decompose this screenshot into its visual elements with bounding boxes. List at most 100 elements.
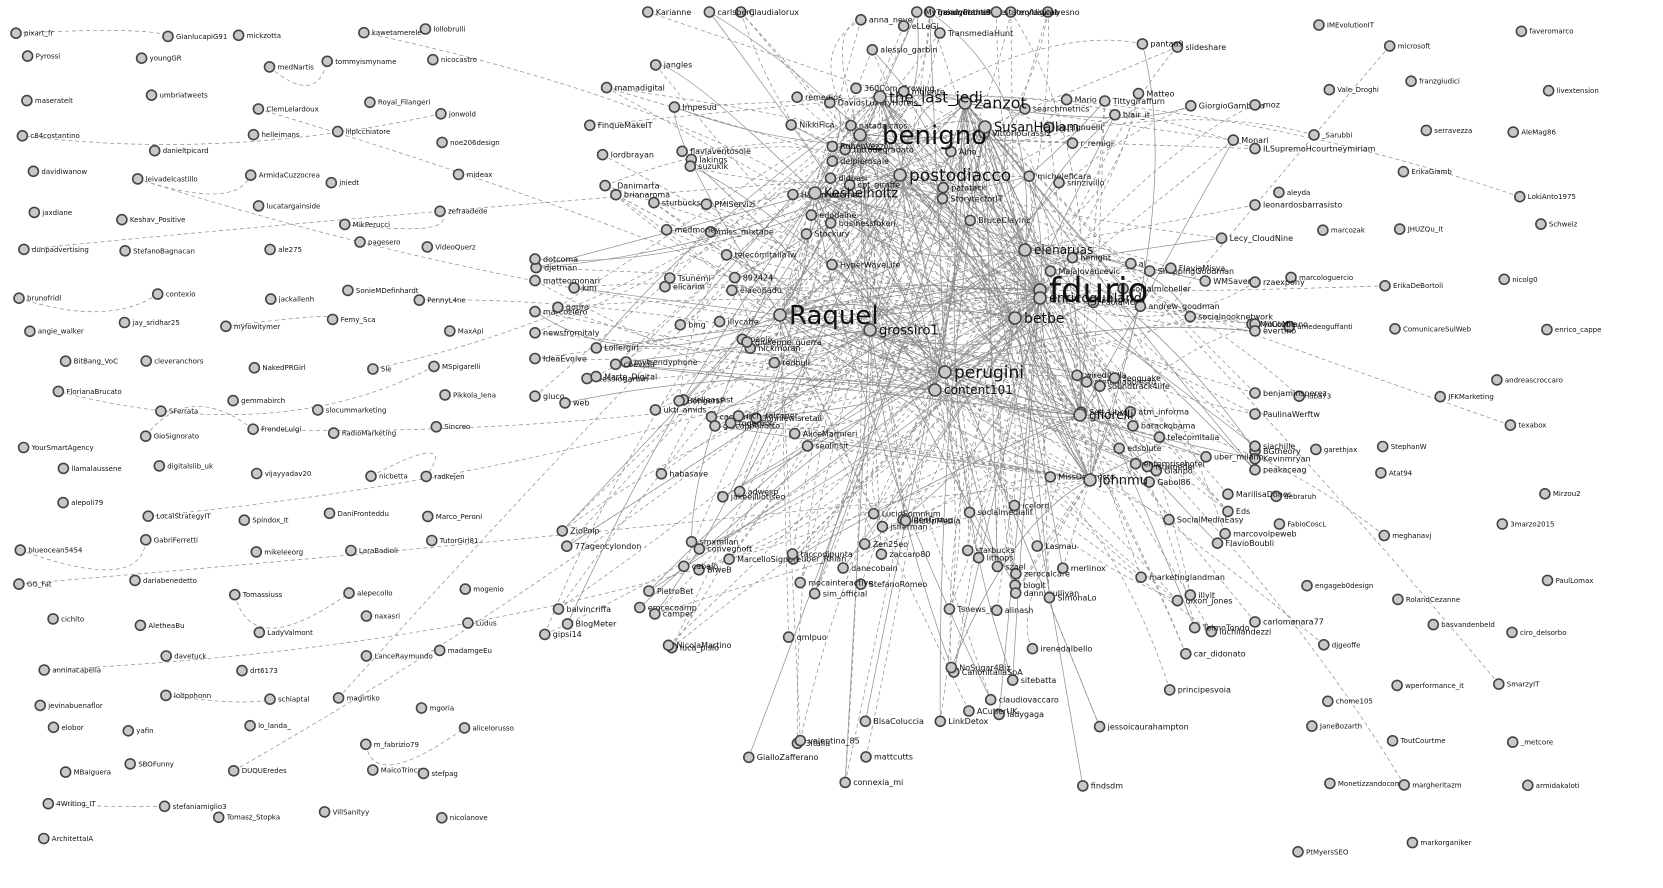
node-circle[interactable]: [38, 664, 51, 676]
node-circle[interactable]: [668, 101, 681, 113]
node-circle[interactable]: [1507, 126, 1519, 138]
node-circle[interactable]: [620, 356, 632, 368]
graph-node[interactable]: FlavioBoubli: [1211, 537, 1275, 550]
graph-node[interactable]: delpierosale: [826, 155, 889, 167]
graph-node[interactable]: jonwold: [435, 108, 476, 120]
node-circle[interactable]: [1124, 405, 1137, 418]
graph-node[interactable]: BongersP: [673, 394, 725, 407]
node-circle[interactable]: [343, 587, 355, 599]
node-circle[interactable]: [342, 284, 354, 297]
graph-node[interactable]: nicolanove: [435, 811, 488, 824]
graph-node[interactable]: cbevida: [609, 358, 655, 371]
graph-node[interactable]: PtMyersSEO: [1292, 845, 1349, 858]
node-circle[interactable]: [552, 603, 565, 615]
graph-node[interactable]: mytrendyphone: [620, 356, 698, 368]
graph-node[interactable]: Schweiz: [1535, 218, 1578, 230]
node-circle[interactable]: [782, 631, 795, 643]
graph-node[interactable]: ciro_delsorbo: [1506, 626, 1567, 639]
node-circle[interactable]: [345, 544, 357, 557]
graph-node[interactable]: ILSupremoHcourtneymiriam: [1249, 142, 1376, 155]
node-circle[interactable]: [430, 420, 443, 433]
graph-node[interactable]: GioSignorato: [139, 430, 199, 443]
graph-node[interactable]: MaicoTrinca: [366, 764, 422, 776]
graph-node[interactable]: livextension: [1542, 84, 1599, 97]
node-circle[interactable]: [1125, 257, 1137, 270]
graph-node[interactable]: MyTrendyPhoneIt: [910, 6, 994, 18]
graph-node[interactable]: nicocastro: [427, 53, 477, 66]
graph-node[interactable]: mattcutts: [860, 751, 913, 763]
node-circle[interactable]: [660, 224, 673, 236]
node-circle[interactable]: [367, 363, 379, 375]
node-circle[interactable]: [773, 308, 787, 322]
graph-node[interactable]: carlomanara77: [1249, 616, 1324, 628]
graph-node[interactable]: mbiente: [897, 85, 945, 98]
graph-node[interactable]: socialnooknetwork: [1184, 310, 1273, 323]
graph-node[interactable]: businessfoken: [824, 217, 896, 229]
graph-node[interactable]: principesvoia: [1163, 684, 1231, 696]
graph-node[interactable]: stefpag: [417, 767, 458, 780]
graph-node[interactable]: gemmabirch: [227, 394, 285, 407]
node-circle[interactable]: [1389, 322, 1401, 335]
node-circle[interactable]: [434, 205, 446, 218]
graph-node[interactable]: Atat94: [1375, 467, 1413, 479]
graph-node[interactable]: m_fabrizio79: [359, 738, 419, 751]
node-circle[interactable]: [365, 470, 377, 483]
graph-node[interactable]: engageb0design: [1301, 579, 1373, 592]
node-circle[interactable]: [1008, 499, 1021, 512]
graph-node[interactable]: danieltpicard: [148, 144, 209, 157]
node-circle[interactable]: [1317, 224, 1329, 236]
node-circle[interactable]: [1129, 457, 1142, 470]
node-circle[interactable]: [236, 664, 248, 677]
node-circle[interactable]: [250, 546, 263, 558]
graph-node[interactable]: Royal_Filangeri: [364, 96, 430, 109]
graph-node[interactable]: SmarzyIT: [1493, 678, 1540, 690]
node-circle[interactable]: [529, 253, 541, 265]
node-circle[interactable]: [358, 26, 370, 39]
node-circle[interactable]: [47, 613, 59, 625]
node-circle[interactable]: [768, 356, 781, 369]
node-circle[interactable]: [560, 540, 573, 553]
node-circle[interactable]: [867, 507, 880, 520]
graph-node[interactable]: MarilisaDones: [1222, 488, 1292, 501]
node-circle[interactable]: [724, 417, 737, 429]
node-circle[interactable]: [264, 243, 276, 256]
node-circle[interactable]: [1249, 616, 1261, 628]
node-circle[interactable]: [1273, 518, 1286, 530]
graph-node[interactable]: rich_falconer: [732, 410, 799, 422]
node-circle[interactable]: [326, 313, 339, 326]
graph-node[interactable]: amedeoguffanti: [1283, 320, 1353, 333]
node-circle[interactable]: [139, 430, 152, 443]
node-circle[interactable]: [122, 724, 135, 737]
node-circle[interactable]: [47, 721, 60, 734]
graph-node[interactable]: Raquel: [773, 301, 879, 331]
graph-node[interactable]: cabajo: [677, 560, 719, 573]
node-circle[interactable]: [1163, 513, 1175, 526]
graph-node[interactable]: jniedt: [325, 176, 359, 189]
graph-node[interactable]: giuseppe_guerra: [741, 336, 822, 348]
node-circle[interactable]: [1006, 674, 1019, 686]
node-circle[interactable]: [153, 460, 166, 472]
node-circle[interactable]: [858, 538, 871, 550]
graph-node[interactable]: loltpohonn: [160, 689, 211, 702]
graph-node[interactable]: carlsberg: [703, 6, 755, 18]
node-circle[interactable]: [923, 6, 936, 18]
node-circle[interactable]: [1376, 440, 1389, 453]
node-circle[interactable]: [1522, 779, 1534, 792]
node-circle[interactable]: [425, 534, 438, 547]
graph-node[interactable]: DUQUEredes: [227, 764, 287, 777]
graph-node[interactable]: MSpigarelli: [428, 360, 481, 373]
node-circle[interactable]: [529, 305, 541, 318]
node-circle[interactable]: [824, 172, 837, 184]
node-circle[interactable]: [1108, 372, 1121, 384]
graph-node[interactable]: socialmicheller: [1117, 282, 1192, 295]
graph-node[interactable]: Mario: [1060, 93, 1097, 106]
graph-node[interactable]: szael: [991, 560, 1026, 573]
node-circle[interactable]: [1026, 642, 1039, 655]
graph-node[interactable]: telecomitalia: [1153, 431, 1219, 443]
graph-node[interactable]: digitalslib_uk: [153, 460, 214, 472]
graph-node[interactable]: rogerbot: [724, 417, 773, 429]
node-circle[interactable]: [685, 535, 698, 548]
graph-node[interactable]: convegnoft: [693, 543, 752, 555]
node-circle[interactable]: [648, 608, 661, 620]
graph-node[interactable]: yesno: [1042, 6, 1080, 18]
